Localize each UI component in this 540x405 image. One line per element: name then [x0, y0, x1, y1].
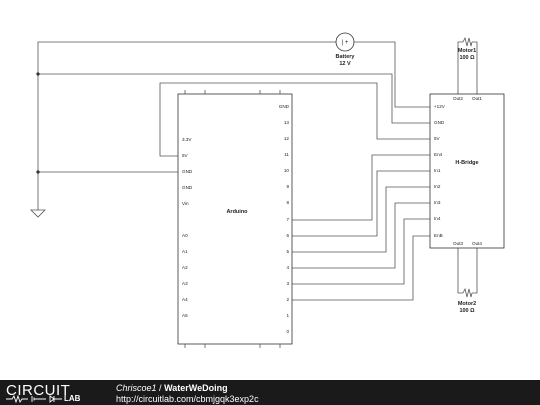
wire-5v	[159, 82, 430, 157]
footer-bar: CIRCUIT LAB Chriscoe1 / WaterWeDoing htt…	[0, 380, 540, 405]
arduino-pin-a3: A3	[182, 281, 188, 286]
h-bridge[interactable]: H-Bridge Out2 Out1 +12V GND 5V En4 In1 I…	[429, 93, 505, 249]
motor1-label: Motor1	[458, 48, 476, 54]
battery[interactable]: | + Battery 12 V	[336, 32, 356, 67]
battery-label: Battery	[336, 54, 356, 60]
arduino-pin-gnd-1: GND	[182, 169, 193, 174]
arduino-pin-5v: 5V	[182, 153, 189, 158]
h-bridge-pin-enb: EnB	[434, 233, 443, 238]
junction-dot	[36, 72, 40, 76]
h-bridge-pin-in1: In1	[434, 168, 441, 173]
wire-motor2-left	[457, 248, 463, 294]
wire-motor1-right	[472, 41, 478, 94]
wire-d2-enb	[292, 235, 430, 301]
arduino-pin-a5: A5	[182, 313, 188, 318]
arduino-pin-d6: 6	[286, 233, 289, 238]
h-bridge-pin-gnd: GND	[434, 120, 445, 125]
arduino-pin-d0: 0	[286, 329, 289, 334]
arduino-pin-a1: A1	[182, 249, 188, 254]
wire-d4-in3	[292, 202, 430, 269]
arduino[interactable]: Arduino 3.3V 5V GND GND Vin A0 A1 A2 A3 …	[177, 90, 293, 348]
arduino-label: Arduino	[226, 209, 248, 215]
arduino-pin-gnd-top: GND	[279, 104, 290, 109]
h-bridge-pin-out2: Out2	[453, 96, 463, 101]
battery-value: 12 V	[339, 61, 351, 67]
circuitlab-logo[interactable]: CIRCUIT LAB	[6, 382, 98, 403]
wire-d5-in2	[292, 186, 430, 253]
arduino-pin-d11: 11	[284, 152, 289, 157]
arduino-pin-d3: 3	[286, 281, 289, 286]
arduino-pin-d7: 7	[286, 217, 289, 222]
h-bridge-pin-in2: In2	[434, 184, 441, 189]
h-bridge-label: H-Bridge	[455, 160, 478, 166]
arduino-pin-d5: 5	[286, 249, 289, 254]
junctions	[36, 72, 40, 174]
h-bridge-pin-in4: In4	[434, 216, 441, 221]
wire-d6-in1	[292, 170, 430, 237]
motor1[interactable]: Motor1 100 Ω	[458, 36, 476, 61]
arduino-pin-vin: Vin	[182, 201, 189, 206]
h-bridge-pin-out4: Out4	[472, 241, 482, 246]
arduino-pin-d10: 10	[284, 168, 290, 173]
h-bridge-pin-en4: En4	[434, 152, 443, 157]
motor1-value: 100 Ω	[459, 55, 475, 61]
author-link[interactable]: Chriscoe1	[116, 383, 157, 393]
wire-d3-in4	[292, 218, 430, 285]
arduino-pin-d2: 2	[286, 297, 289, 302]
arduino-pin-d8: 8	[286, 200, 289, 205]
motor2[interactable]: Motor2 100 Ω	[458, 287, 476, 314]
ground-symbol[interactable]	[30, 209, 46, 218]
logo-lab: LAB	[64, 394, 81, 403]
arduino-pin-gnd-2: GND	[182, 185, 193, 190]
h-bridge-pin-in3: In3	[434, 200, 441, 205]
arduino-pin-d13: 13	[284, 120, 290, 125]
h-bridge-pin-out3: Out3	[453, 241, 463, 246]
separator: /	[159, 383, 162, 393]
wire-battery-left	[37, 41, 336, 210]
schematic-canvas: | + Battery 12 V Motor1 100 Ω Motor2 100…	[30, 32, 505, 348]
h-bridge-pin-5v: 5V	[434, 136, 441, 141]
arduino-pin-d4: 4	[286, 265, 289, 270]
project-title[interactable]: WaterWeDoing	[164, 383, 228, 393]
logo-word: CIRCUIT	[6, 382, 71, 399]
logo-circuit-icon	[6, 395, 62, 403]
junction-dot	[36, 170, 40, 174]
wire-ground-top	[38, 73, 430, 124]
h-bridge-pin-out1: Out1	[472, 96, 482, 101]
battery-symbol: | +	[342, 40, 349, 46]
arduino-pin-a2: A2	[182, 265, 188, 270]
arduino-pin-d12: 12	[284, 136, 290, 141]
motor2-label: Motor2	[458, 301, 476, 307]
arduino-bottom-ticks	[184, 344, 281, 348]
arduino-pin-a4: A4	[182, 297, 188, 302]
h-bridge-pin-12v: +12V	[434, 104, 446, 109]
wires	[37, 41, 478, 301]
wire-battery-right	[354, 41, 430, 108]
arduino-top-ticks	[184, 90, 281, 94]
project-heading: Chriscoe1 / WaterWeDoing	[116, 383, 228, 393]
arduino-pin-3v3: 3.3V	[182, 137, 192, 142]
h-bridge-left-pins: +12V GND 5V En4 In1 In2 In3 In4 EnB	[434, 104, 446, 238]
wire-d7-en4	[292, 154, 430, 221]
arduino-right-pins: GND 13 12 11 10 9 8 7 6 5 4 3 2 1 0	[279, 104, 290, 334]
motor2-value: 100 Ω	[459, 308, 475, 314]
arduino-pin-d9: 9	[286, 184, 289, 189]
arduino-pin-a0: A0	[182, 233, 188, 238]
wire-motor2-right	[472, 248, 478, 294]
wire-motor1-left	[457, 41, 463, 94]
project-url[interactable]: http://circuitlab.com/cbmjgqk3exp2c	[116, 394, 259, 404]
arduino-left-pins: 3.3V 5V GND GND Vin A0 A1 A2 A3 A4 A5	[182, 137, 193, 318]
arduino-pin-d1: 1	[286, 313, 289, 318]
